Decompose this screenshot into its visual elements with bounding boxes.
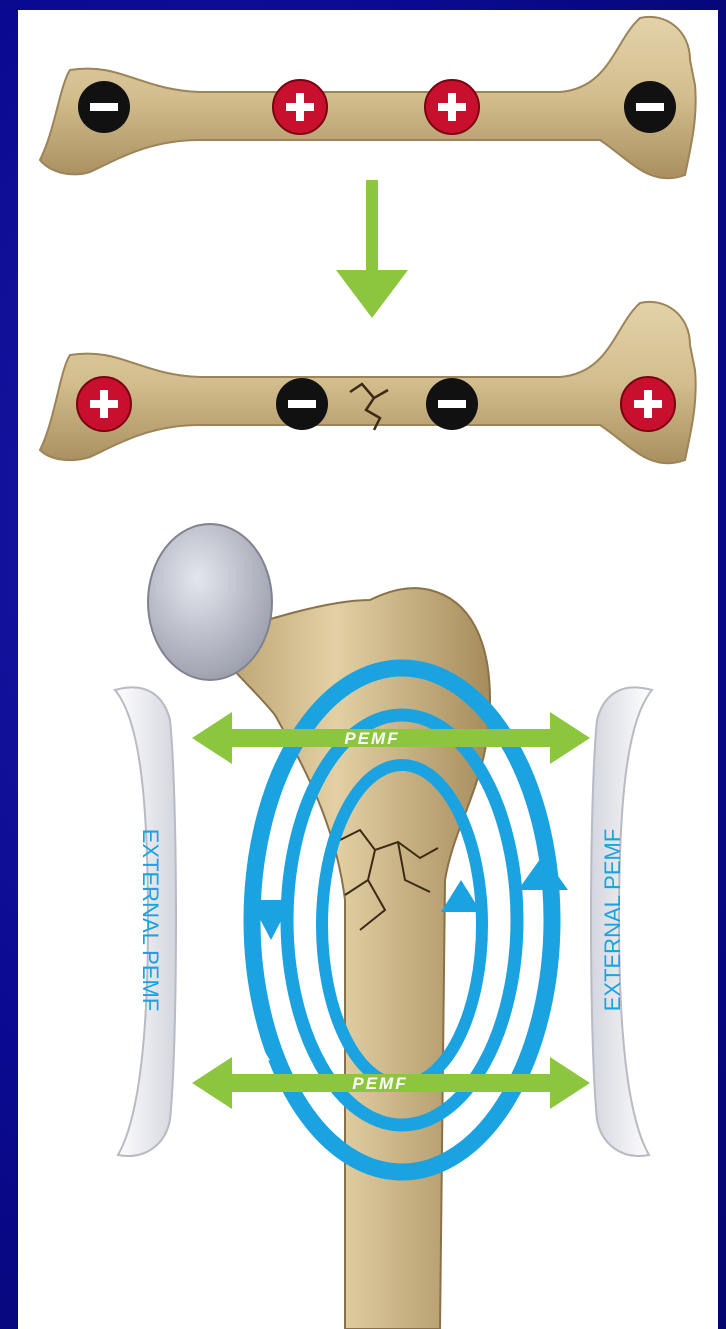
charge-positive-icon — [77, 377, 131, 431]
charge-positive-icon — [273, 80, 327, 134]
external-coil-right: EXTERNAL PEMF — [591, 687, 652, 1156]
charge-positive-icon — [621, 377, 675, 431]
external-pemf-label-right: EXTERNAL PEMF — [600, 829, 625, 1012]
intact-bone-shape — [40, 17, 696, 178]
pemf-label-top: PEMF — [344, 729, 399, 748]
charge-negative-icon — [426, 378, 478, 430]
charge-positive-icon — [425, 80, 479, 134]
fractured-bone-shape — [40, 302, 696, 463]
charge-negative-icon — [78, 81, 130, 133]
intact-bone — [40, 17, 696, 178]
charge-negative-icon — [624, 81, 676, 133]
femoral-head — [148, 524, 272, 680]
fractured-bone — [40, 302, 696, 463]
arrow-down-icon — [336, 180, 408, 318]
charge-negative-icon — [276, 378, 328, 430]
external-coil-left: EXTERNAL PEMF — [115, 687, 176, 1156]
pemf-label-bottom: PEMF — [352, 1074, 407, 1093]
external-pemf-label-left: EXTERNAL PEMF — [138, 829, 163, 1012]
